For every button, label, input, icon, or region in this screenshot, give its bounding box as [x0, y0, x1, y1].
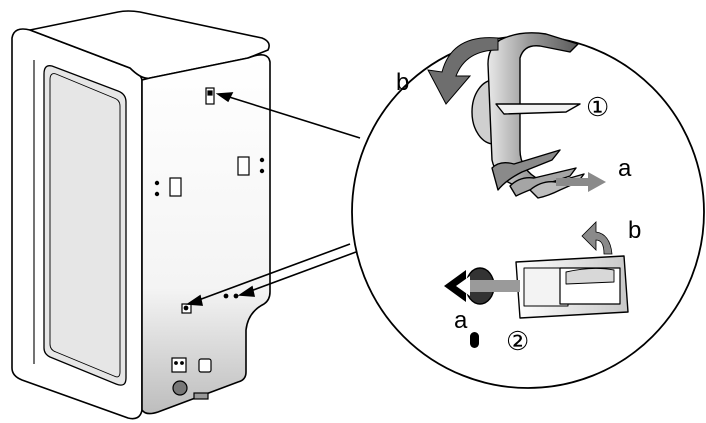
leader-upper [225, 95, 361, 139]
fuse-holder [198, 358, 212, 373]
cabinet-side-details [154, 87, 265, 400]
label-b-bottom: b [628, 217, 641, 244]
label-a-bottom: a [454, 307, 468, 334]
base-foot [193, 392, 209, 400]
pull-arrow-a-top [556, 172, 606, 192]
lower-latch [465, 255, 629, 319]
cabinet-side-face [141, 54, 271, 415]
rotate-arrow-b-top [427, 37, 499, 105]
cabinet [11, 10, 271, 420]
power-knob [172, 380, 188, 396]
latch-key [470, 332, 479, 348]
pull-arrow-a-bottom [444, 270, 520, 302]
bracket-lower-prongs [491, 149, 561, 191]
label-step-2: ② [506, 326, 529, 356]
right-side-slot [237, 156, 250, 176]
label-step-1: ① [586, 92, 609, 122]
label-a-top: a [618, 155, 632, 182]
rotate-arrow-b-bottom [581, 221, 613, 255]
upper-bracket [471, 32, 585, 199]
leader-lines [185, 92, 361, 306]
door-glass-panel [43, 65, 127, 386]
leader-lower-a [195, 243, 351, 302]
power-switch [171, 357, 187, 373]
bracket-shelf-tab [495, 103, 581, 115]
upper-mount-slot [205, 87, 215, 105]
door-glass-inner-edge [49, 73, 121, 378]
left-side-slot [169, 177, 182, 197]
cabinet-top-face [29, 10, 270, 80]
label-b-top: b [396, 69, 409, 96]
leader-lower-b [247, 251, 357, 293]
